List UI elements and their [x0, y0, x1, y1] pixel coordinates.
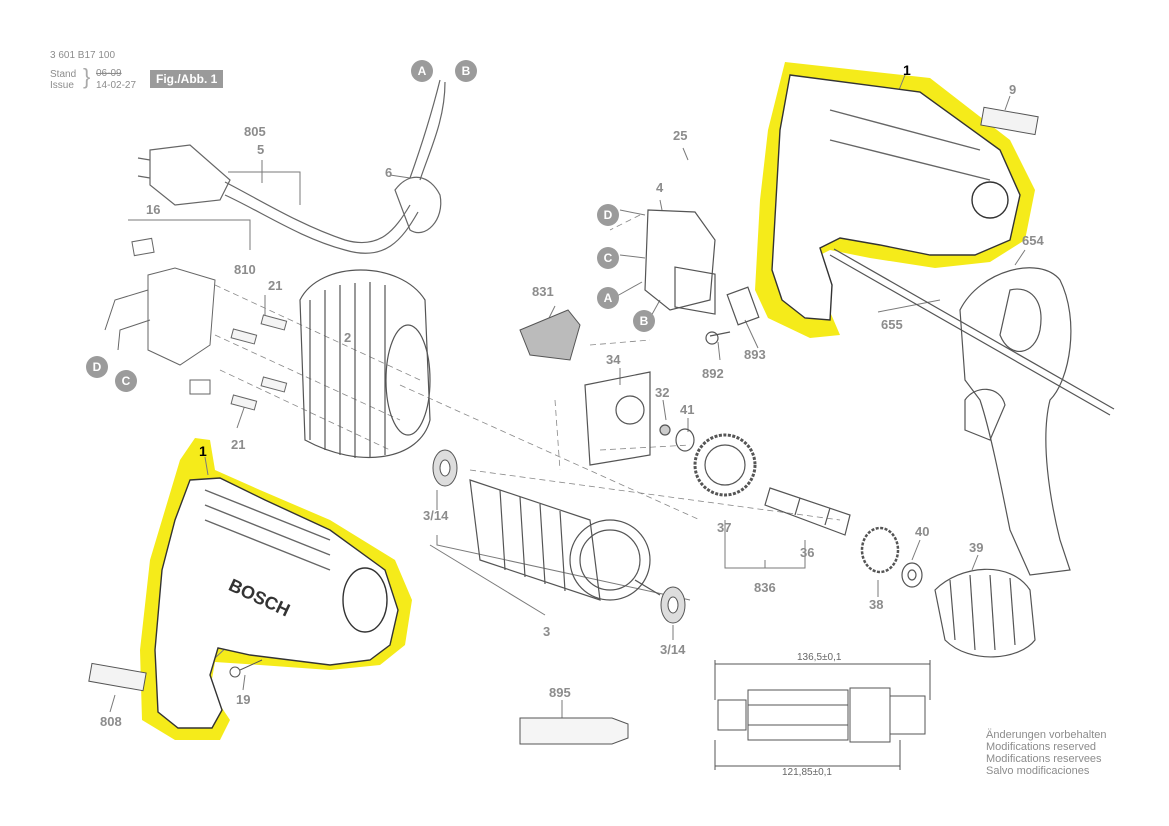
callout-b-cord: B: [455, 60, 477, 82]
note-fr: Modifications reservees: [986, 753, 1102, 765]
label-805: 805: [244, 124, 266, 139]
callout-d-switch: D: [597, 204, 619, 226]
label-38: 38: [869, 597, 884, 612]
label-21-top: 21: [268, 278, 283, 293]
label-36: 36: [800, 545, 815, 560]
label-16: 16: [146, 202, 161, 217]
label-810: 810: [234, 262, 256, 277]
stand-date: 06-09: [96, 68, 122, 79]
label-1-bottom: 1: [199, 443, 207, 459]
label-4: 4: [656, 180, 664, 195]
callout-c-brush: C: [115, 370, 137, 392]
label-40: 40: [915, 524, 930, 539]
callout-a-cord: A: [411, 60, 433, 82]
issue-date: 14-02-27: [96, 80, 137, 91]
label-3-14-bottom: 3/14: [660, 642, 686, 657]
note-de: Änderungen vorbehalten: [986, 729, 1107, 741]
callout-a-switch: A: [597, 287, 619, 309]
label-25: 25: [673, 128, 688, 143]
callout-c-switch: C: [597, 247, 619, 269]
label-893: 893: [744, 347, 766, 362]
note-es: Salvo modificaciones: [986, 765, 1090, 777]
label-32: 32: [655, 385, 670, 400]
part-895-tube: [519, 717, 629, 745]
label-41: 41: [680, 402, 695, 417]
label-836: 836: [754, 580, 776, 595]
label-3: 3: [543, 624, 551, 639]
dimension-bottom: 121,85±0,1: [780, 767, 834, 778]
part-831-cover: [519, 309, 581, 361]
label-2: 2: [344, 330, 352, 345]
brace: }: [83, 64, 91, 89]
label-21-bottom: 21: [231, 437, 246, 452]
label-808: 808: [100, 714, 122, 729]
label-37: 37: [717, 520, 732, 535]
part-9: [980, 106, 1039, 136]
label-19: 19: [236, 692, 251, 707]
label-39: 39: [969, 540, 984, 555]
stand-label: Stand: [50, 69, 77, 80]
label-655: 655: [881, 317, 903, 332]
label-34: 34: [606, 352, 621, 367]
label-5: 5: [257, 142, 265, 157]
label-654: 654: [1022, 233, 1044, 248]
dimension-top: 136,5±0,1: [795, 652, 844, 663]
label-3-14-top: 3/14: [423, 508, 449, 523]
label-6: 6: [385, 165, 393, 180]
issue-label: Issue: [50, 80, 74, 91]
label-892: 892: [702, 366, 724, 381]
callout-b-switch: B: [633, 310, 655, 332]
callout-d-brush: D: [86, 356, 108, 378]
figure-label: Fig./Abb. 1: [150, 70, 224, 88]
label-9: 9: [1009, 82, 1017, 97]
doc-number: 3 601 B17 100: [50, 50, 116, 61]
note-en: Modifications reserved: [986, 741, 1097, 753]
part-808: [88, 662, 147, 692]
label-895: 895: [549, 685, 571, 700]
label-831: 831: [532, 284, 554, 299]
label-1-top: 1: [903, 62, 911, 78]
